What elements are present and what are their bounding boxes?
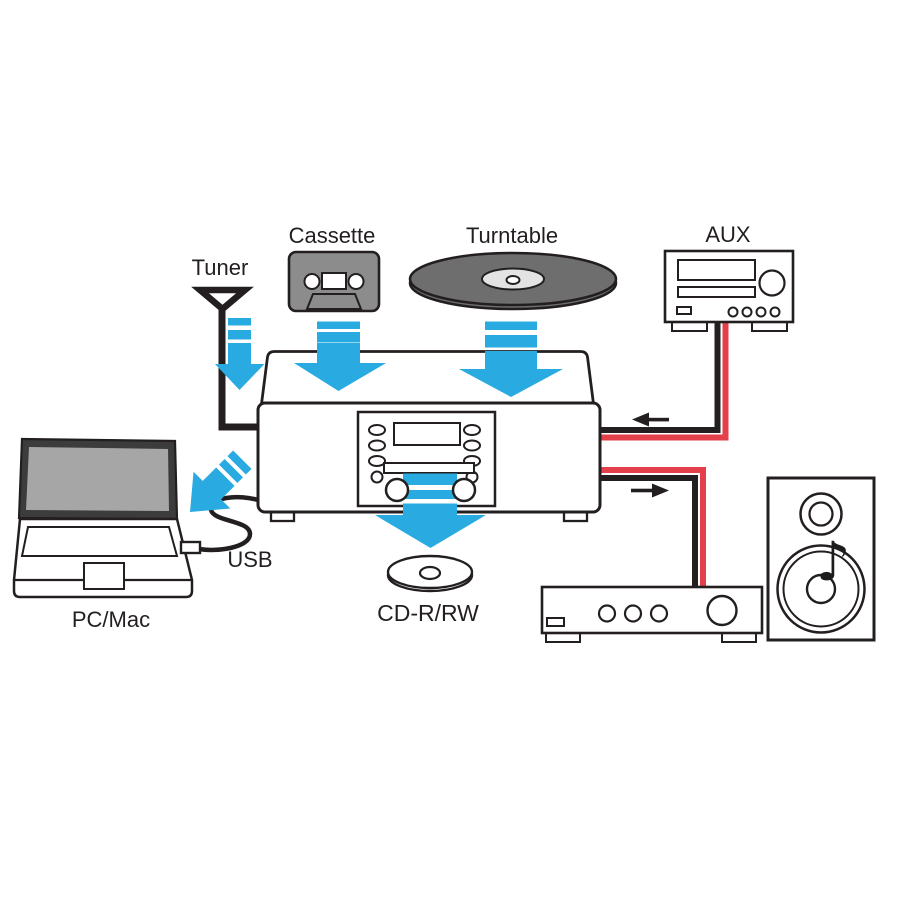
aux-knob	[758, 269, 786, 297]
recorder-button	[368, 455, 386, 467]
recorder-knob-right	[451, 477, 477, 503]
arrow-band	[403, 473, 457, 485]
arrow-band	[228, 318, 251, 326]
arrow-band	[485, 335, 537, 348]
aux-foot-left	[671, 321, 708, 332]
amplifier-unit	[540, 585, 764, 643]
amp-knob-small	[623, 604, 643, 623]
aux-button	[741, 306, 753, 318]
cassette-window	[321, 272, 347, 290]
pc-mac-label: PC/Mac	[72, 607, 150, 632]
aux-button	[727, 306, 739, 318]
usb-signal-arrow	[190, 450, 252, 512]
arrow-body	[294, 343, 386, 391]
arrow-band	[485, 321, 537, 330]
input-direction-arrow	[632, 412, 649, 427]
aux-display	[677, 259, 756, 281]
arrow-band	[317, 332, 360, 343]
usb-plug	[179, 540, 202, 555]
arrow-band	[228, 330, 251, 340]
cd-disc-hole	[418, 565, 442, 581]
speaker-tweeter-center	[808, 501, 834, 527]
aux-input-cables	[601, 314, 729, 441]
cassette-right-reel	[347, 273, 365, 290]
recorder-button	[463, 439, 481, 452]
tuner-signal-arrow	[215, 318, 265, 390]
aux-drawer	[677, 286, 756, 298]
amp-knob-small	[597, 604, 617, 623]
arrow-band	[227, 450, 252, 475]
aux-unit: AUX	[663, 222, 795, 332]
speaker-woofer-center	[805, 573, 837, 605]
recorder-round-button	[370, 470, 384, 484]
recorder-display	[393, 422, 461, 446]
recorder-disc-slot	[383, 462, 475, 474]
cassette-source: Cassette	[287, 223, 381, 313]
recorder-knob-left	[384, 477, 410, 503]
amp-output-cables	[601, 467, 706, 589]
arrow-band	[403, 503, 457, 515]
arrow-band	[218, 458, 244, 484]
arrow-band	[403, 490, 457, 499]
tuner-cable	[218, 304, 264, 431]
input-arrow-tail	[645, 417, 669, 422]
aux-label: AUX	[705, 222, 751, 247]
recorder-button	[368, 439, 386, 452]
cassette-label: Cassette	[289, 223, 376, 248]
turntable-signal-arrow	[459, 321, 563, 397]
arrow-body	[459, 351, 563, 397]
tuner-label: Tuner	[192, 255, 249, 280]
amp-power-button	[546, 617, 565, 627]
cd-record-arrow	[375, 473, 486, 548]
output-direction-arrow	[652, 483, 669, 498]
laptop-keyboard	[20, 526, 179, 557]
cd-label: CD-R/RW	[377, 600, 479, 626]
amp-volume-knob	[706, 594, 738, 627]
usb-cable	[198, 494, 262, 553]
amp-cable-black	[601, 475, 698, 589]
music-note-icon: ♪	[816, 530, 850, 593]
arrow-body	[215, 343, 265, 390]
recorder-button	[368, 424, 386, 436]
aux-button	[755, 306, 767, 318]
amp-knob-small	[649, 604, 669, 623]
cassette-base-trapezoid	[305, 293, 363, 310]
record-hole	[505, 275, 521, 285]
recorder-button	[463, 424, 481, 436]
tuner-source: Tuner	[191, 255, 264, 431]
aux-foot-right	[751, 321, 788, 332]
arrow-head	[375, 515, 486, 548]
cassette-signal-arrow	[294, 321, 386, 391]
laptop: PC/Mac	[12, 437, 202, 632]
laptop-screen	[26, 447, 169, 511]
turntable-label: Turntable	[466, 223, 558, 248]
output-arrow-tail	[631, 488, 655, 493]
arrow-body	[190, 467, 235, 512]
tuner-antenna-icon	[191, 286, 254, 314]
cassette-left-reel	[303, 273, 321, 290]
speaker-woofer-ring	[782, 550, 860, 628]
aux-button	[769, 306, 781, 318]
arrow-band	[317, 321, 360, 329]
cd-disc: CD-R/RW	[377, 554, 479, 626]
signal-arrows	[190, 318, 563, 548]
turntable-source: Turntable	[408, 223, 618, 311]
aux-cable-black	[601, 314, 721, 433]
amp-cable-red	[601, 467, 706, 589]
aux-power-button	[676, 306, 692, 315]
laptop-touchpad	[83, 562, 125, 590]
aux-cable-red	[601, 314, 729, 441]
usb-label: USB	[227, 547, 272, 572]
speaker-unit: ♪	[766, 476, 876, 642]
